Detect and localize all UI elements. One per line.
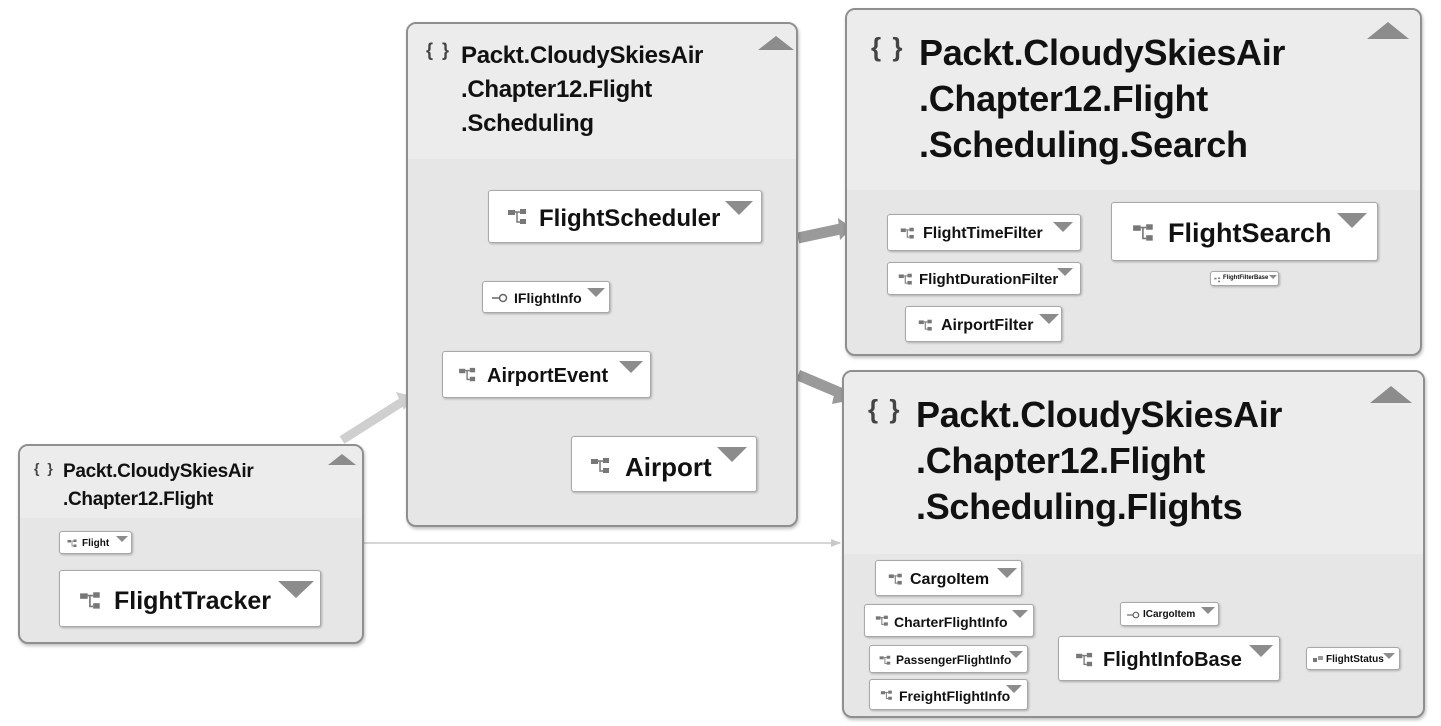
node-label: FlightScheduler xyxy=(539,205,721,232)
namespace-title: Packt.CloudySkiesAir .Chapter12.Flight .… xyxy=(461,42,704,137)
namespace-braces-icon: { } xyxy=(34,460,55,476)
dropdown-triangle-icon[interactable] xyxy=(1039,314,1059,324)
class-node-flight-tracker[interactable]: FlightTracker xyxy=(59,570,321,627)
arrow-flight-to-scheduling xyxy=(339,398,405,444)
class-node-airport-filter[interactable]: AirportFilter xyxy=(905,306,1062,342)
class-node-flight-filter-base[interactable]: FlightFilterBase xyxy=(1210,271,1279,286)
collapse-triangle-icon[interactable] xyxy=(1370,386,1412,403)
namespace-title: Packt.CloudySkiesAir .Chapter12.Flight xyxy=(63,461,254,510)
dropdown-triangle-icon[interactable] xyxy=(1006,685,1022,693)
class-node-flight-duration-filter[interactable]: FlightDurationFilter xyxy=(887,262,1081,295)
class-icon xyxy=(67,539,77,547)
dropdown-triangle-icon[interactable] xyxy=(997,568,1017,578)
dropdown-triangle-icon[interactable] xyxy=(1201,607,1215,614)
enum-node-flight-status[interactable]: FlightStatus xyxy=(1306,647,1400,670)
class-icon xyxy=(879,655,891,665)
namespace-header xyxy=(847,10,1420,190)
namespace-braces-icon: { } xyxy=(871,32,905,62)
interface-node-iflight-info[interactable]: IFlightInfo xyxy=(482,281,610,313)
class-icon xyxy=(900,227,914,239)
dropdown-triangle-icon[interactable] xyxy=(619,361,643,373)
class-node-flight[interactable]: Flight xyxy=(59,531,132,554)
namespace-header xyxy=(20,446,362,518)
class-node-charter-flight-info[interactable]: CharterFlightInfo xyxy=(864,604,1034,637)
dropdown-triangle-icon[interactable] xyxy=(587,288,605,297)
collapse-triangle-icon[interactable] xyxy=(1367,22,1409,39)
class-node-flight-search[interactable]: FlightSearch xyxy=(1111,202,1378,261)
class-node-flight-info-base[interactable]: FlightInfoBase xyxy=(1058,636,1280,681)
namespace-braces-icon: { } xyxy=(426,40,452,60)
class-node-flight-time-filter[interactable]: FlightTimeFilter xyxy=(887,214,1081,251)
collapse-triangle-icon[interactable] xyxy=(758,36,794,50)
enum-icon xyxy=(1313,656,1323,662)
class-icon xyxy=(80,592,100,609)
class-node-cargo-item[interactable]: CargoItem xyxy=(875,560,1022,596)
namespace-header xyxy=(408,24,796,159)
node-label: Flight xyxy=(82,538,110,549)
class-icon xyxy=(508,209,526,224)
namespace-search[interactable]: { } Packt.CloudySkiesAir .Chapter12.Flig… xyxy=(845,8,1422,356)
node-label: FlightFilterBase xyxy=(1223,275,1269,281)
node-label: FlightStatus xyxy=(1326,654,1384,665)
dropdown-triangle-icon[interactable] xyxy=(1383,653,1395,659)
dropdown-triangle-icon[interactable] xyxy=(1249,645,1273,657)
node-label: FlightInfoBase xyxy=(1103,649,1242,671)
class-icon xyxy=(1133,224,1153,241)
node-label: PassengerFlightInfo xyxy=(896,653,1012,667)
arrow-scheduling-to-flights xyxy=(795,369,848,401)
dropdown-triangle-icon[interactable] xyxy=(1269,275,1277,279)
node-label: ICargoItem xyxy=(1143,609,1196,620)
class-icon xyxy=(1076,652,1093,667)
node-label: FlightTimeFilter xyxy=(923,225,1043,242)
class-icon xyxy=(875,615,888,626)
class-node-passenger-flight-info[interactable]: PassengerFlightInfo xyxy=(869,645,1028,673)
node-label: CargoItem xyxy=(910,571,990,588)
class-node-flight-scheduler[interactable]: FlightScheduler xyxy=(488,190,762,243)
interface-icon xyxy=(492,293,508,303)
node-label: AirportFilter xyxy=(941,317,1034,334)
class-icon xyxy=(888,573,902,585)
namespace-header xyxy=(844,372,1423,554)
class-icon xyxy=(918,319,932,331)
interface-node-icargo-item[interactable]: ICargoItem xyxy=(1120,602,1219,626)
node-label: FlightSearch xyxy=(1168,218,1332,248)
node-label: CharterFlightInfo xyxy=(894,614,1008,630)
namespace-title: Packt.CloudySkiesAir .Chapter12.Flight .… xyxy=(916,394,1283,527)
dropdown-triangle-icon[interactable] xyxy=(1053,222,1073,232)
dropdown-triangle-icon[interactable] xyxy=(1012,610,1028,618)
dropdown-triangle-icon[interactable] xyxy=(717,447,747,462)
dropdown-triangle-icon[interactable] xyxy=(1057,268,1073,276)
class-icon xyxy=(459,367,476,382)
dropdown-triangle-icon[interactable] xyxy=(1337,213,1367,228)
node-label: FlightTracker xyxy=(114,587,271,615)
class-icon xyxy=(1214,277,1221,283)
dropdown-triangle-icon[interactable] xyxy=(1009,651,1023,658)
node-label: AirportEvent xyxy=(487,365,609,387)
node-label: FreightFlightInfo xyxy=(899,688,1011,704)
arrow-scheduling-to-search xyxy=(796,222,847,244)
class-node-airport[interactable]: Airport xyxy=(571,436,757,492)
class-node-airport-event[interactable]: AirportEvent xyxy=(442,351,651,398)
dropdown-triangle-icon[interactable] xyxy=(116,536,128,542)
collapse-triangle-icon[interactable] xyxy=(328,454,356,465)
class-icon xyxy=(898,273,912,285)
dropdown-triangle-icon[interactable] xyxy=(725,201,753,215)
interface-icon xyxy=(1127,611,1140,619)
class-node-freight-flight-info[interactable]: FreightFlightInfo xyxy=(869,679,1028,710)
namespace-braces-icon: { } xyxy=(868,394,902,424)
class-icon xyxy=(880,690,892,700)
node-label: FlightDurationFilter xyxy=(919,271,1059,288)
dropdown-triangle-icon[interactable] xyxy=(278,581,314,598)
node-label: Airport xyxy=(625,452,712,482)
namespace-title: Packt.CloudySkiesAir .Chapter12.Flight .… xyxy=(919,32,1286,165)
class-icon xyxy=(591,458,609,473)
node-label: IFlightInfo xyxy=(514,290,582,306)
